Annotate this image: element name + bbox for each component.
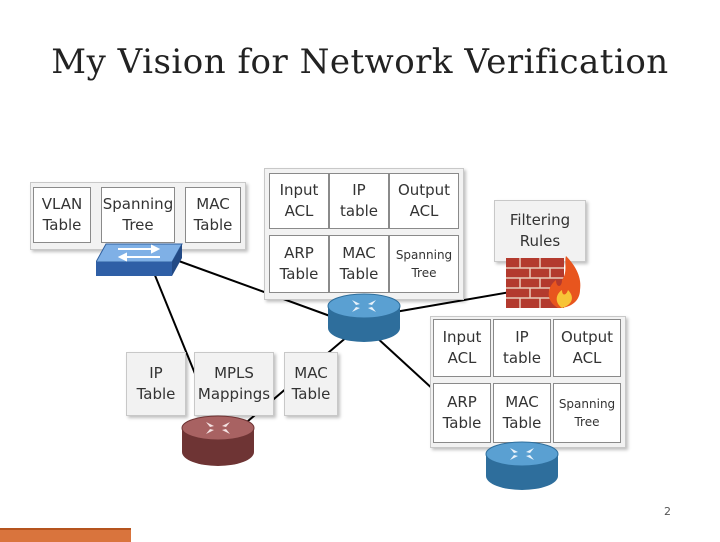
top-table-input-acl: Input ACL [269,173,329,229]
bottom-table-ip: IP table [493,319,551,377]
link-switch-top-router [164,255,331,317]
link-top-router-firewall [394,289,523,313]
slide-title: My Vision for Network Verification [51,42,669,82]
router-icon [327,293,401,342]
bottom-table-output-acl: Output ACL [553,319,621,377]
firewall-filtering-rules-label: Filtering Rules [494,200,586,262]
switch-table-mac: MAC Table [185,187,241,243]
top-table-output-acl: Output ACL [389,173,459,229]
switch-icon [96,243,183,276]
bottom-table-input-acl: Input ACL [433,319,491,377]
bottom-router-tables-panel: Input ACL IP table Output ACL ARP Table … [430,316,626,448]
router-icon [181,415,255,466]
mpls-table-mac: MAC Table [284,352,338,416]
accent-bar [0,528,131,542]
router-icon [485,441,559,490]
page-number: 2 [664,505,671,518]
mpls-table-mappings: MPLS Mappings [194,352,274,416]
top-table-ip: IP table [329,173,389,229]
top-table-mac: MAC Table [329,235,389,293]
bottom-table-spanning-tree: Spanning Tree [553,383,621,443]
firewall-icon [506,256,581,308]
top-table-arp: ARP Table [269,235,329,293]
bottom-table-arp: ARP Table [433,383,491,443]
switch-table-spanning-tree: Spanning Tree [101,187,175,243]
top-table-spanning-tree: Spanning Tree [389,235,459,293]
switch-tables-panel: VLAN Table Spanning Tree MAC Table [30,182,246,250]
top-router-tables-panel: Input ACL IP table Output ACL ARP Table … [264,168,464,300]
switch-table-vlan: VLAN Table [33,187,91,243]
mpls-table-ip: IP Table [126,352,186,416]
bottom-table-mac: MAC Table [493,383,551,443]
